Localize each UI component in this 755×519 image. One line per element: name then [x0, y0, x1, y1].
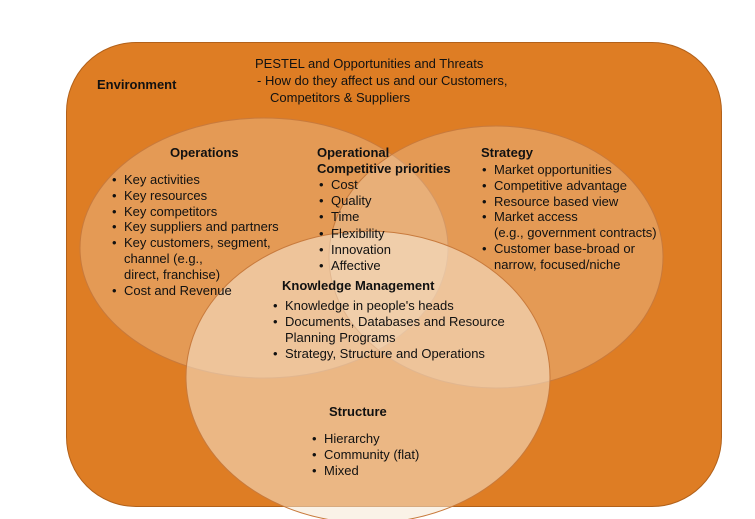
pestel-line-2: Competitors & Suppliers [270, 90, 411, 105]
list-item-continuation: Planning Programs [285, 330, 396, 345]
list-item: Market access [481, 209, 657, 225]
list-item: Affective [318, 258, 391, 274]
list-item: Key customers, segment, [111, 235, 279, 251]
knowledge-management-title: Knowledge Management [282, 278, 435, 293]
list-item: Cost and Revenue [111, 283, 279, 299]
list-item: Hierarchy [311, 431, 419, 447]
pestel-title: PESTEL and Opportunities and Threats [255, 56, 484, 71]
list-item: Key resources [111, 188, 279, 204]
list-item: Market opportunities [481, 162, 657, 178]
list-item-continuation: channel (e.g., [124, 250, 203, 266]
list-item: Key activities [111, 172, 279, 188]
list-item: Flexibility [318, 226, 391, 242]
competitive-priorities-list: Cost Quality Time Flexibility Innovation… [318, 177, 391, 274]
list-item-continuation: narrow, focused/niche [494, 256, 621, 272]
list-item: Community (flat) [311, 447, 419, 463]
competitive-priorities-title: Operational Competitive priorities [317, 145, 451, 177]
environment-title: Environment [97, 77, 177, 92]
list-item: Customer base-broad or [481, 241, 657, 257]
pestel-block: PESTEL and Opportunities and Threats - H… [255, 55, 508, 106]
list-item: Competitive advantage [481, 178, 657, 194]
list-item: Mixed [311, 463, 419, 479]
list-item: Knowledge in people's heads [272, 298, 505, 314]
list-item: Quality [318, 193, 391, 209]
list-item: Key competitors [111, 204, 279, 220]
list-item: Documents, Databases and Resource [272, 314, 505, 330]
operations-list: Key activities Key resources Key competi… [111, 172, 279, 298]
competitive-priorities-title-line-1: Operational [317, 145, 390, 160]
list-item: Time [318, 209, 391, 225]
competitive-priorities-title-line-2: Competitive priorities [317, 161, 451, 176]
operations-title: Operations [170, 145, 239, 160]
list-item: Strategy, Structure and Operations [272, 346, 505, 362]
pestel-line-1: - How do they affect us and our Customer… [257, 73, 508, 88]
list-item: Key suppliers and partners [111, 219, 279, 235]
list-item-continuation: (e.g., government contracts) [494, 225, 657, 241]
structure-title: Structure [329, 404, 387, 419]
list-item-continuation: direct, franchise) [124, 266, 221, 282]
strategy-list: Market opportunities Competitive advanta… [481, 162, 657, 273]
strategy-title: Strategy [481, 145, 534, 160]
list-item: Innovation [318, 242, 391, 258]
knowledge-management-list: Knowledge in people's heads Documents, D… [272, 298, 505, 362]
structure-list: Hierarchy Community (flat) Mixed [311, 431, 419, 479]
list-item: Cost [318, 177, 391, 193]
list-item: Resource based view [481, 194, 657, 210]
